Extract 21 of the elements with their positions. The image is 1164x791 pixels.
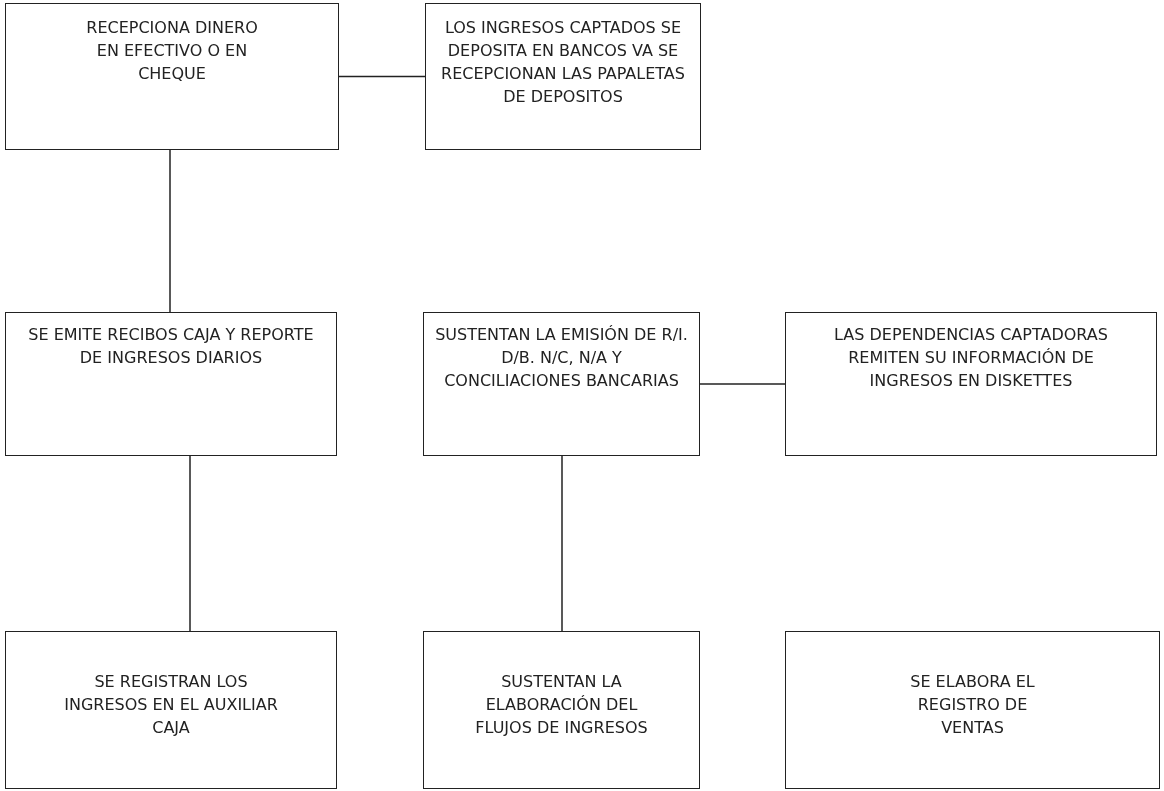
box-text: RECEPCIONA DINERO EN EFECTIVO O EN CHEQUE xyxy=(85,17,259,85)
process-box xyxy=(785,631,1160,789)
box-text: SE ELABORA EL REGISTRO DE VENTAS xyxy=(909,671,1036,739)
process-box xyxy=(5,631,337,789)
connector-line xyxy=(699,383,786,385)
connector-line xyxy=(561,455,563,632)
box-text: LAS DEPENDENCIAS CAPTADORAS REMITEN SU INFORMACIÓN DE INGRESOS EN DISKETTES xyxy=(833,324,1109,392)
box-text: SUSTENTAN LA ELABORACIÓN DEL FLUJOS DE INGRESOS xyxy=(474,671,649,739)
box-text: SE REGISTRAN LOS INGRESOS EN EL AUXILIAR CAJA xyxy=(63,671,279,739)
process-box xyxy=(423,312,700,456)
process-box xyxy=(785,312,1157,456)
process-box xyxy=(423,631,700,789)
process-box xyxy=(425,3,701,150)
connector-line xyxy=(189,455,191,632)
box-text: SE EMITE RECIBOS CAJA Y REPORTE DE INGRESOS DIARIOS xyxy=(27,324,315,369)
box-text: LOS INGRESOS CAPTADOS SE DEPOSITA EN BANCOS VA SE RECEPCIONAN LAS PAPALETAS DE DEPOSITOS xyxy=(440,17,686,108)
box-text: SUSTENTAN LA EMISIÓN DE R/I. D/B. N/C, N/A Y CONCILIACIONES BANCARIAS xyxy=(434,324,689,392)
process-box xyxy=(5,3,339,150)
connector-line xyxy=(338,75,426,78)
connector-line xyxy=(169,149,171,313)
process-box xyxy=(5,312,337,456)
